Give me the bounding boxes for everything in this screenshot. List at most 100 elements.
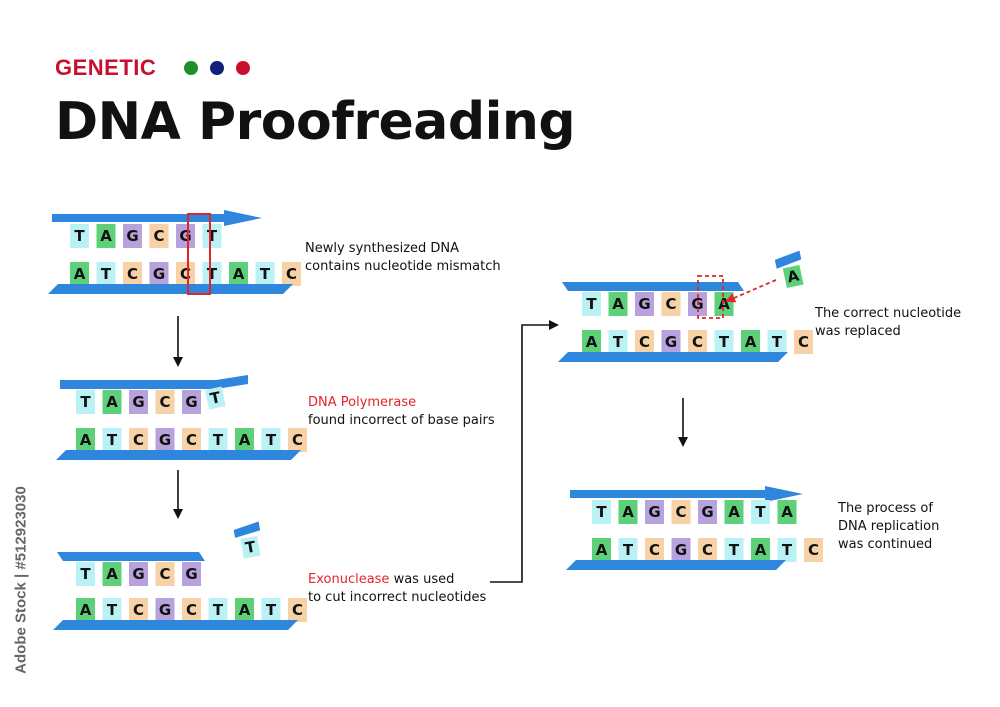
step-1-bottom-base-3-letter: C: [127, 265, 138, 283]
step-1-bottom-base-8-letter: T: [260, 265, 271, 283]
step-1-bottom-base-8-tile: [255, 262, 275, 286]
step-5-bottom-base-7-tile: [751, 538, 770, 562]
step-3-top-base-2-tile: [102, 562, 122, 586]
step-1-top-base-3-tile: [123, 224, 142, 248]
step-4-bottom-base-6-letter: T: [719, 333, 730, 351]
step-5-top-base-4-tile: [671, 500, 691, 524]
caption-step-1-line-2: contains nucleotide mismatch: [305, 259, 501, 274]
step-2-top-base-1-letter: T: [80, 393, 91, 411]
dot-blue: [210, 61, 224, 75]
step-1-bottom-base-4-tile: [149, 262, 169, 286]
step-3-bottom-base-4-tile: [155, 598, 175, 622]
step-3-bottom-base-7-letter: A: [239, 601, 251, 619]
step-3-bottom-base-7-tile: [235, 598, 254, 622]
step-2-bottom-base-5-letter: C: [186, 431, 197, 449]
bottom-strand: [558, 352, 788, 362]
step-4-top-base-1-tile: [582, 292, 601, 316]
step-5-bottom-base-6-letter: T: [729, 541, 740, 559]
step-5-bottom-base-4-letter: G: [675, 541, 687, 559]
step-5-bottom-base-3-tile: [645, 538, 664, 562]
flow-arrow-3: [490, 320, 559, 583]
step-2-top-base-1-tile: [76, 390, 95, 414]
step-3-bottom-base-9-letter: C: [292, 601, 303, 619]
step-2-bottom-base-6-letter: T: [213, 431, 224, 449]
step-3-top-base-1-letter: T: [80, 565, 91, 583]
caption-step-5-line-3: was continued: [838, 537, 933, 552]
step-4-bottom-base-4-letter: G: [665, 333, 677, 351]
dot-red: [236, 61, 250, 75]
step-3-excised-letter: T: [244, 537, 258, 557]
step-5-top-base-8-letter: A: [781, 503, 793, 521]
step-1-bottom-base-2-letter: T: [101, 265, 112, 283]
top-strand: [57, 552, 205, 561]
step-5-bottom-base-9-letter: C: [808, 541, 819, 559]
step-5-top-base-3-letter: G: [648, 503, 660, 521]
step-4-bottom-base-5-letter: C: [692, 333, 703, 351]
step-1-top-base-1-letter: T: [74, 227, 85, 245]
step-5-bottom-base-8-letter: T: [782, 541, 793, 559]
step-4-top-base-3-letter: G: [638, 295, 650, 313]
step-5-top-base-8-tile: [777, 500, 797, 524]
step-5-top-base-6-letter: A: [728, 503, 740, 521]
top-strand-arrow: [570, 486, 803, 502]
step-3-top-base-4-tile: [155, 562, 175, 586]
step-1-bottom-base-6-tile: [202, 262, 222, 286]
step-4-bottom-base-1-letter: A: [586, 333, 598, 351]
step-3-bottom-base-2-tile: [102, 598, 122, 622]
mismatch-highlight-box: [187, 213, 211, 295]
caption-step-5-line-2: DNA replication: [838, 519, 940, 534]
step-5-bottom-base-1-letter: A: [596, 541, 608, 559]
step-5-top-base-6-tile: [724, 500, 744, 524]
step-5-bottom-base-5-letter: C: [702, 541, 713, 559]
step-3-bottom-base-4-letter: G: [159, 601, 171, 619]
step-3-top-base-5-letter: G: [185, 565, 197, 583]
top-strand-arrow: [52, 210, 262, 226]
bottom-strand: [48, 284, 293, 294]
step-4-top-base-6-letter: A: [718, 295, 730, 313]
step-5-top-base-2-letter: A: [622, 503, 634, 521]
step-4-bottom-base-7-letter: A: [745, 333, 757, 351]
step-3-bottom-base-2-letter: T: [107, 601, 118, 619]
step-3-top-base-4-letter: C: [159, 565, 170, 583]
step-5-top-base-1-letter: T: [596, 503, 607, 521]
step-1-bottom-base-4-letter: G: [153, 265, 165, 283]
step-2-bottom-base-9-letter: C: [292, 431, 303, 449]
step-3-excised-base: T: [233, 521, 261, 559]
step-4-bottom-base-5-tile: [688, 330, 707, 354]
step-2-top-base-3-letter: G: [132, 393, 144, 411]
step-2-bottom-base-1-tile: [76, 428, 95, 452]
step-4-bottom-base-2-tile: [608, 330, 628, 354]
step-3-bottom-base-3-letter: C: [133, 601, 144, 619]
step-2-loose-tile: [205, 386, 226, 410]
step-1-top-base-1-tile: [70, 224, 89, 248]
caption-step-3-suffix: was used: [389, 572, 455, 587]
caption-step-3-enzyme: Exonuclease: [308, 572, 390, 587]
caption-step-1-line-1: Newly synthesized DNA: [305, 241, 460, 256]
step-5-bottom-base-2-tile: [618, 538, 638, 562]
step-5-bottom-base-8-tile: [777, 538, 797, 562]
step-1-bottom-base-7-tile: [229, 262, 248, 286]
step-4-bottom-base-1-tile: [582, 330, 601, 354]
step-3-bottom-base-8-tile: [261, 598, 281, 622]
step-4-bottom-base-2-letter: T: [613, 333, 624, 351]
step-3-bottom-base-9-tile: [288, 598, 307, 622]
caption-step-4-line-2: was replaced: [815, 324, 901, 339]
step-1-bottom-base-6-letter: T: [207, 265, 218, 283]
step-5-top-base-5-tile: [698, 500, 717, 524]
caption-step-2: DNA Polymerase found incorrect of base p…: [308, 394, 495, 430]
step-3-bottom-base-1-tile: [76, 598, 95, 622]
step-2-bottom-base-7-tile: [235, 428, 254, 452]
step-2-top-base-2-tile: [102, 390, 122, 414]
step-5-top-base-2-tile: [618, 500, 638, 524]
step-2-top-base-5-letter: G: [185, 393, 197, 411]
step-3-bottom-base-5-tile: [182, 598, 201, 622]
step-5-bottom-base-6-tile: [724, 538, 744, 562]
step-2-bottom-base-8-letter: T: [266, 431, 277, 449]
dot-green: [184, 61, 198, 75]
bottom-strand: [53, 620, 298, 630]
step-5-top-base-5-letter: G: [701, 503, 713, 521]
